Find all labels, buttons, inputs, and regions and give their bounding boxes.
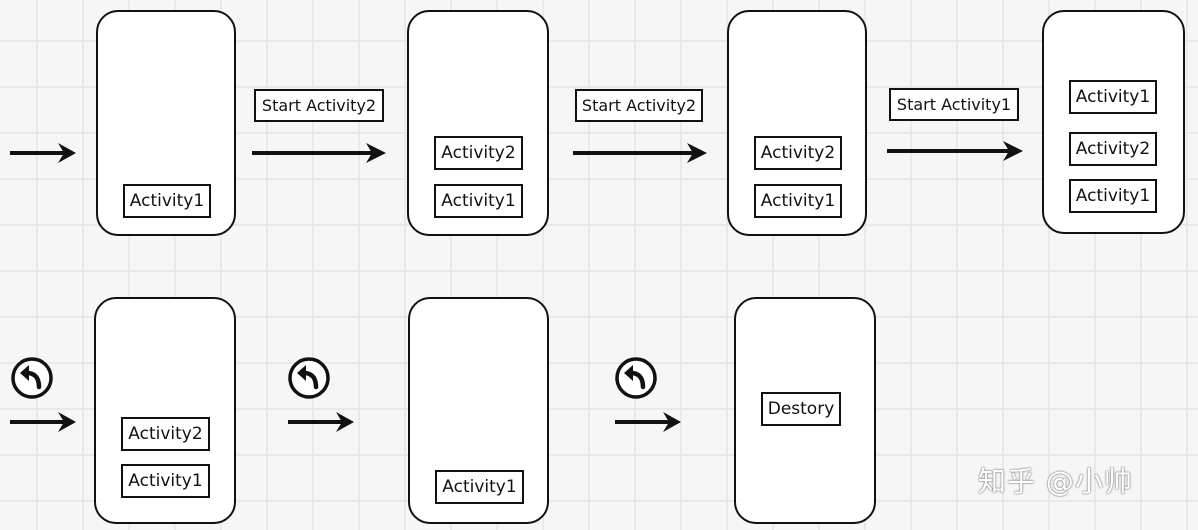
transition-label: Start Activity2 <box>254 89 384 122</box>
stack-phone-7: Destory <box>734 297 876 524</box>
activity-box: Activity1 <box>121 464 210 498</box>
right-arrow-icon <box>573 143 707 163</box>
activity-box: Activity1 <box>435 470 524 504</box>
stack-phone-5: Activity2 Activity1 <box>94 297 236 524</box>
activity-box: Activity1 <box>1069 179 1157 213</box>
stack-phone-3: Activity2 Activity1 <box>727 10 867 236</box>
transition-label: Start Activity2 <box>575 89 703 122</box>
right-arrow-icon <box>10 412 76 432</box>
right-arrow-icon <box>252 143 386 163</box>
activity-box: Activity2 <box>1069 132 1157 166</box>
activity-box: Activity1 <box>1069 80 1157 114</box>
stack-phone-1: Activity1 <box>96 10 236 236</box>
activity-box: Activity2 <box>121 417 210 451</box>
back-arrow-icon <box>11 357 53 399</box>
stack-phone-2: Activity2 Activity1 <box>407 10 549 236</box>
activity-box: Activity2 <box>434 136 523 170</box>
transition-label: Start Activity1 <box>889 88 1019 121</box>
back-arrow-icon <box>615 357 657 399</box>
activity-box: Activity1 <box>434 184 523 218</box>
stack-phone-6: Activity1 <box>408 297 549 524</box>
right-arrow-icon <box>615 412 681 432</box>
activity-box: Activity1 <box>754 184 842 218</box>
activity-box: Activity1 <box>123 184 211 218</box>
watermark: 知乎 @小帅 <box>978 465 1133 498</box>
entry-arrow-icon <box>10 143 76 163</box>
back-arrow-icon <box>288 357 330 399</box>
destroy-box: Destory <box>761 392 841 426</box>
right-arrow-icon <box>887 141 1023 161</box>
activity-box: Activity2 <box>754 136 842 170</box>
stack-phone-4: Activity1 Activity2 Activity1 <box>1042 10 1185 234</box>
right-arrow-icon <box>288 412 354 432</box>
